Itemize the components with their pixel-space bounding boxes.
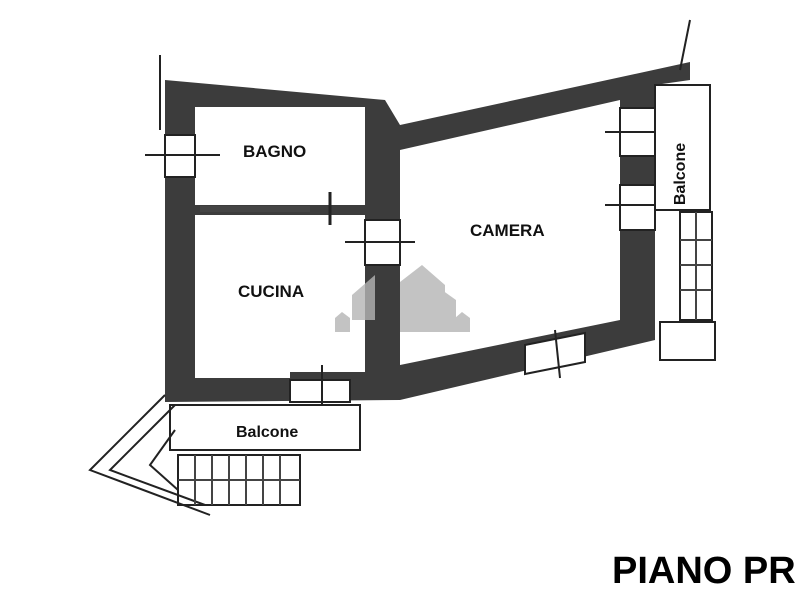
room-label-balcone-right: Balcone [672, 142, 690, 206]
room-label-bagno: BAGNO [243, 142, 307, 161]
room-label-cucina: CUCINA [238, 282, 305, 301]
floor-title: PIANO PR [612, 550, 796, 592]
room-label-balcone-bottom: Balcone [236, 424, 299, 441]
stairs [178, 212, 712, 505]
watermark-logo [335, 265, 470, 332]
room-label-camera: CAMERA [470, 221, 545, 240]
windows-doors [145, 107, 660, 410]
left-block-walls [165, 62, 690, 402]
walls [165, 62, 690, 402]
